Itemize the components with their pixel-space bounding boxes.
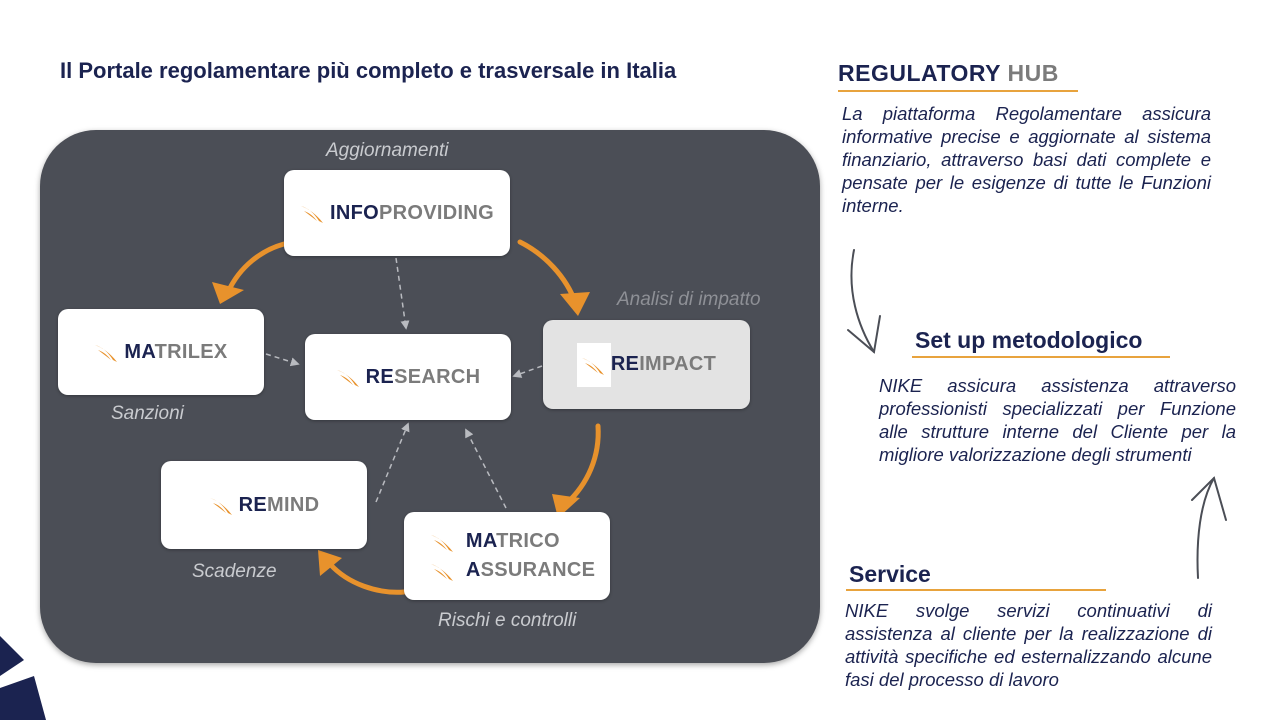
connector-reimpact-research xyxy=(512,365,543,378)
module-assurance: ASSURANCE xyxy=(430,559,595,582)
module-matrico-light: TRICO xyxy=(496,530,560,552)
module-reimpact-strong: RE xyxy=(610,353,640,375)
module-reimpact: REIMPACT xyxy=(543,320,750,409)
caption-scadenze: Scadenze xyxy=(192,561,277,582)
module-reimpact-light: IMPACT xyxy=(639,353,717,375)
regulatory-hub-underline xyxy=(838,90,1078,92)
module-matrilex-strong: MA xyxy=(124,340,155,363)
swoosh-logo-icon xyxy=(431,563,453,581)
regulatory-hub-heading-light: HUB xyxy=(1007,60,1059,86)
caption-aggiornamenti: Aggiornamenti xyxy=(326,140,449,161)
connector-matrico-research xyxy=(465,428,507,509)
module-research-light: SEARCH xyxy=(394,365,481,388)
module-infoproviding-strong: INFO xyxy=(330,201,380,224)
module-infoproviding: INFOPROVIDING xyxy=(284,170,510,256)
module-matrilex-light: TRILEX xyxy=(154,340,228,363)
setup-underline xyxy=(912,356,1170,358)
arrow-reimpact-to-matrico xyxy=(563,423,601,507)
module-matrico-assurance: MATRICO ASSURANCE xyxy=(404,512,610,600)
regulatory-hub-text: La piattaforma Regolamentare assicura in… xyxy=(842,103,1211,216)
caption-analisi-di-impatto: Analisi di impatto xyxy=(617,289,761,310)
module-remind-strong: RE xyxy=(238,493,268,516)
service-underline xyxy=(846,589,1106,591)
caption-sanzioni: Sanzioni xyxy=(111,403,184,424)
module-matrico-strong: MA xyxy=(465,530,497,552)
module-assurance-strong: A xyxy=(465,559,481,582)
reimpact-logo-backdrop xyxy=(576,342,611,387)
swoosh-logo-icon xyxy=(95,345,118,362)
module-research: RESEARCH xyxy=(305,334,511,420)
connector-matrilex-research xyxy=(265,353,300,367)
service-heading: Service xyxy=(849,561,931,587)
arrow-matrico-to-remind xyxy=(327,561,407,595)
regulatory-hub-heading: REGULATORY HUB xyxy=(838,60,1059,87)
setup-heading: Set up metodologico xyxy=(915,327,1143,353)
regulatory-hub-heading-strong: REGULATORY xyxy=(838,60,1001,86)
arrowhead-reimpact xyxy=(560,292,590,316)
swoosh-logo-icon xyxy=(581,357,604,375)
sidebar-arrow-down xyxy=(850,249,875,353)
arrow-infoproviding-to-matrilex xyxy=(225,241,287,295)
module-assurance-light: SSURANCE xyxy=(480,559,596,582)
module-infoproviding-light: PROVIDING xyxy=(379,201,494,224)
swoosh-logo-icon xyxy=(209,498,232,515)
swoosh-logo-icon xyxy=(431,534,453,552)
connector-remind-research xyxy=(375,422,410,503)
setup-text: NIKE assicura assistenza attraverso prof… xyxy=(879,375,1236,465)
service-text: NIKE svolge servizi continuativi di assi… xyxy=(845,600,1212,690)
module-remind-light: MIND xyxy=(267,493,320,516)
page-title: Il Portale regolamentare più completo e … xyxy=(60,58,677,83)
swoosh-logo-icon xyxy=(301,206,324,223)
sidebar-arrow-up xyxy=(1196,477,1215,579)
module-research-strong: RE xyxy=(365,365,395,388)
caption-rischi-e-controlli: Rischi e controlli xyxy=(438,610,577,631)
arrowhead-remind xyxy=(318,550,342,576)
arrowhead-matrilex xyxy=(212,282,244,304)
module-matrico: MATRICO xyxy=(430,530,560,553)
module-remind: REMIND xyxy=(161,461,367,549)
connector-infoproviding-research xyxy=(395,257,410,330)
swoosh-logo-icon xyxy=(336,370,359,387)
module-matrilex: MATRILEX xyxy=(58,309,264,395)
